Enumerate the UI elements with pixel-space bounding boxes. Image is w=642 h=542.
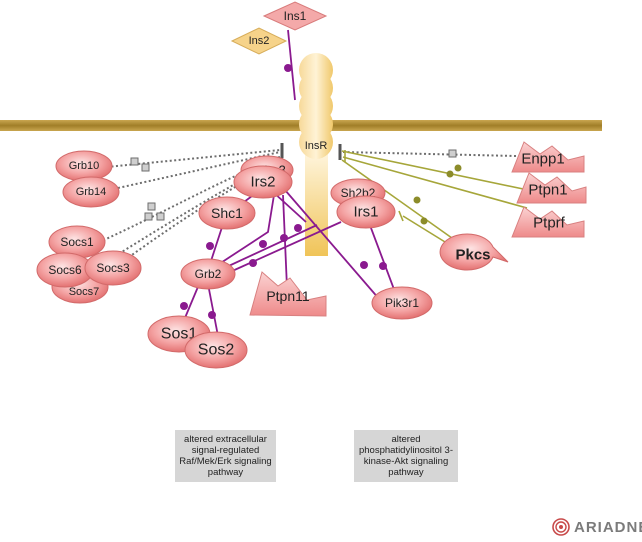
shc1-label: Shc1 — [211, 205, 243, 221]
pkcs-kinase[interactable]: Pkcs — [439, 233, 509, 271]
irs2-protein[interactable]: Irs2 — [233, 165, 293, 199]
pkcs-label: Pkcs — [455, 247, 490, 264]
pik3r1-protein[interactable]: Pik3r1 — [371, 286, 433, 320]
irs1-protein[interactable]: Irs1 — [336, 195, 396, 229]
grb10-protein[interactable]: Grb10 — [55, 150, 113, 182]
socs7-label: Socs7 — [69, 286, 100, 298]
socs3-protein[interactable]: Socs3 — [84, 250, 142, 286]
irs1-label: Irs1 — [353, 204, 378, 221]
grb14-protein[interactable]: Grb14 — [62, 176, 120, 208]
socs6-label: Socs6 — [48, 263, 82, 277]
grb14-label: Grb14 — [76, 186, 107, 198]
grb10-label: Grb10 — [69, 160, 100, 172]
socs3-label: Socs3 — [96, 261, 130, 275]
ins1-label: Ins1 — [284, 9, 307, 23]
sos1-label: Sos1 — [161, 326, 198, 343]
ptprf-phosphatase[interactable]: Ptprf — [511, 206, 585, 238]
enpp1-phosphatase[interactable]: Enpp1 — [511, 141, 585, 173]
akt-pathway-note: altered phosphatidylinositol 3-kinase-Ak… — [354, 430, 458, 482]
insr-label: InsR — [305, 140, 328, 152]
grb2-protein[interactable]: Grb2 — [180, 258, 236, 290]
ins2-ligand[interactable]: Ins2 — [230, 27, 288, 55]
ptpn1-label: Ptpn1 — [528, 182, 567, 199]
ins2-label: Ins2 — [249, 35, 270, 47]
regulation-markers-olive — [413, 164, 462, 225]
socs6-protein[interactable]: Socs6 — [36, 252, 94, 288]
ariadne-logo-icon — [552, 518, 570, 536]
pik3r1-label: Pik3r1 — [385, 296, 419, 310]
ptpn1-phosphatase[interactable]: Ptpn1 — [516, 172, 587, 204]
sos2-protein[interactable]: Sos2 — [184, 331, 248, 369]
shc1-protein[interactable]: Shc1 — [198, 196, 256, 230]
binding-edges — [181, 29, 399, 337]
socs1-protein[interactable]: Socs1 — [48, 225, 106, 259]
insr-receptor[interactable]: InsR — [299, 53, 333, 256]
ariadne-logo-text: ARIADNE — [574, 518, 642, 536]
grb2-label: Grb2 — [195, 267, 222, 281]
irs2-label: Irs2 — [250, 174, 275, 191]
inhibition-bars-gray — [280, 143, 342, 160]
ptprf-label: Ptprf — [533, 215, 566, 232]
socs1-label: Socs1 — [60, 235, 94, 249]
sos2-label: Sos2 — [198, 342, 235, 359]
inhibition-markers-gray — [130, 149, 457, 221]
binding-markers — [180, 64, 387, 319]
erk-pathway-note: altered extracellular signal-regulated R… — [175, 430, 276, 482]
ptpn11-phosphatase[interactable]: Ptpn11 — [249, 271, 327, 317]
ariadne-logo: ARIADNE — [552, 516, 642, 538]
enpp1-label: Enpp1 — [521, 151, 564, 168]
ptpn11-label: Ptpn11 — [266, 288, 310, 304]
ins1-ligand[interactable]: Ins1 — [262, 1, 328, 31]
